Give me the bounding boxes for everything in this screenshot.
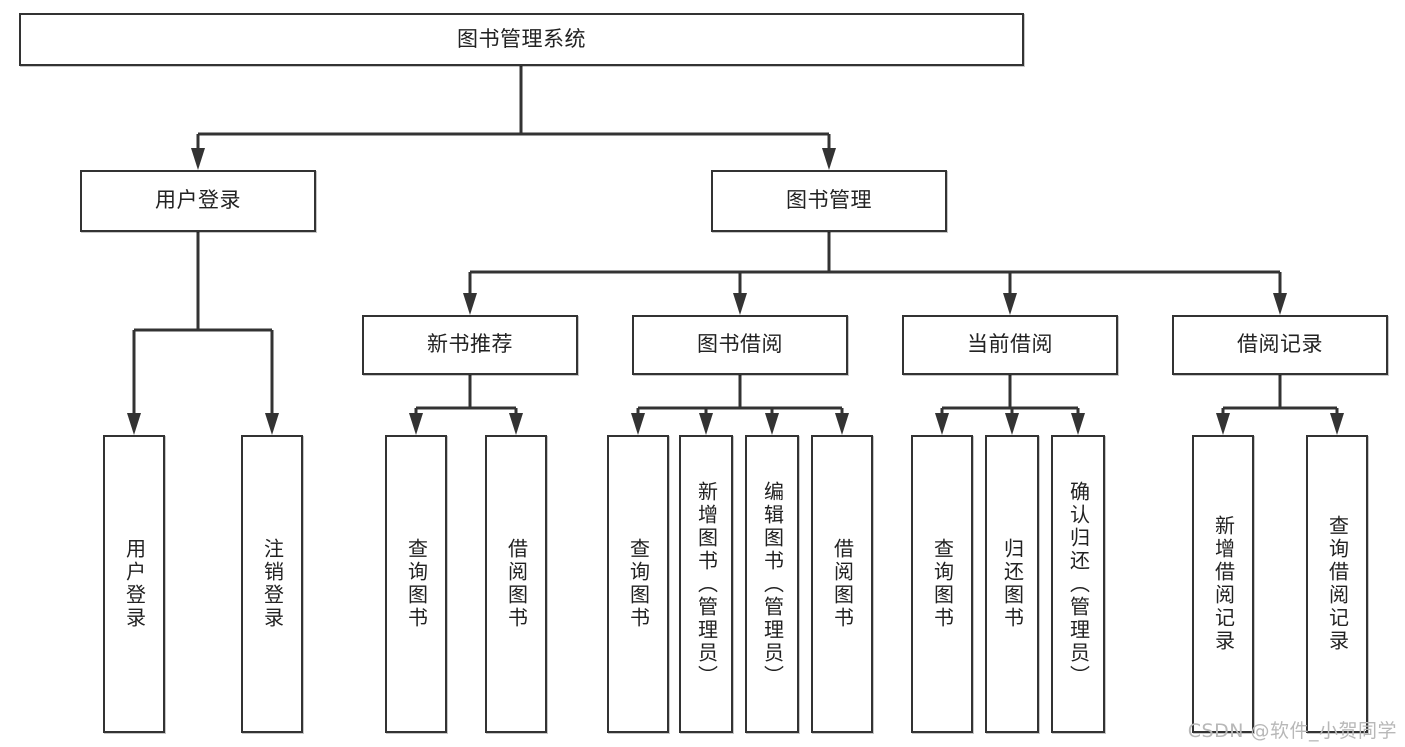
arrow-head-icon	[822, 148, 836, 170]
leaf-node-leaf-return-book: 归还图书	[985, 435, 1039, 733]
submodule-node-borrow-record: 借阅记录	[1172, 315, 1388, 375]
node-label: 用户登录	[155, 188, 241, 213]
node-label: 图书借阅	[697, 332, 783, 357]
arrow-head-icon	[265, 413, 279, 435]
leaf-node-leaf-add-book-admin: 新增图书（管理员）	[679, 435, 733, 733]
module-node-book-management: 图书管理	[711, 170, 947, 232]
submodule-node-new-book-recommend: 新书推荐	[362, 315, 578, 375]
node-label: 借阅图书	[830, 538, 855, 630]
arrow-head-icon	[1071, 413, 1085, 435]
arrow-head-icon	[463, 293, 477, 315]
node-label: 借阅记录	[1237, 332, 1323, 357]
node-label: 当前借阅	[967, 332, 1053, 357]
submodule-node-current-borrow: 当前借阅	[902, 315, 1118, 375]
submodule-node-book-borrow: 图书借阅	[632, 315, 848, 375]
leaf-node-leaf-borrow-book-1: 借阅图书	[485, 435, 547, 733]
node-label: 新书推荐	[427, 332, 513, 357]
leaf-node-leaf-borrow-book-2: 借阅图书	[811, 435, 873, 733]
leaf-node-leaf-logout-login: 注销登录	[241, 435, 303, 733]
arrow-head-icon	[733, 293, 747, 315]
node-label: 借阅图书	[504, 538, 529, 630]
node-label: 查询借阅记录	[1325, 515, 1350, 653]
node-label: 查询图书	[404, 538, 429, 630]
arrow-head-icon	[1216, 413, 1230, 435]
arrow-head-icon	[409, 413, 423, 435]
node-label: 编辑图书（管理员）	[760, 480, 785, 688]
leaf-node-leaf-query-borrow-record: 查询借阅记录	[1306, 435, 1368, 733]
leaf-node-leaf-confirm-return: 确认归还（管理员）	[1051, 435, 1105, 733]
leaf-node-leaf-user-login: 用户登录	[103, 435, 165, 733]
arrow-head-icon	[631, 413, 645, 435]
leaf-node-leaf-edit-book-admin: 编辑图书（管理员）	[745, 435, 799, 733]
arrow-head-icon	[1330, 413, 1344, 435]
arrow-head-icon	[1003, 293, 1017, 315]
node-label: 归还图书	[1000, 538, 1025, 630]
arrow-head-icon	[935, 413, 949, 435]
module-node-user-login: 用户登录	[80, 170, 316, 232]
node-label: 新增借阅记录	[1211, 515, 1236, 653]
leaf-node-leaf-query-book-2: 查询图书	[607, 435, 669, 733]
root-node-system: 图书管理系统	[19, 13, 1024, 66]
node-label: 新增图书（管理员）	[694, 480, 719, 688]
node-label: 查询图书	[626, 538, 651, 630]
leaf-node-leaf-add-borrow-record: 新增借阅记录	[1192, 435, 1254, 733]
node-label: 用户登录	[122, 538, 147, 630]
node-label: 图书管理系统	[457, 26, 586, 51]
arrow-head-icon	[765, 413, 779, 435]
leaf-node-leaf-query-book-3: 查询图书	[911, 435, 973, 733]
arrow-head-icon	[1273, 293, 1287, 315]
node-label: 图书管理	[786, 188, 872, 213]
arrow-head-icon	[699, 413, 713, 435]
arrow-head-icon	[835, 413, 849, 435]
arrow-head-icon	[191, 148, 205, 170]
arrow-head-icon	[127, 413, 141, 435]
node-label: 查询图书	[930, 538, 955, 630]
arrow-head-icon	[1005, 413, 1019, 435]
node-label: 注销登录	[260, 538, 285, 630]
arrow-head-icon	[509, 413, 523, 435]
leaf-node-leaf-query-book-1: 查询图书	[385, 435, 447, 733]
node-label: 确认归还（管理员）	[1066, 480, 1091, 688]
